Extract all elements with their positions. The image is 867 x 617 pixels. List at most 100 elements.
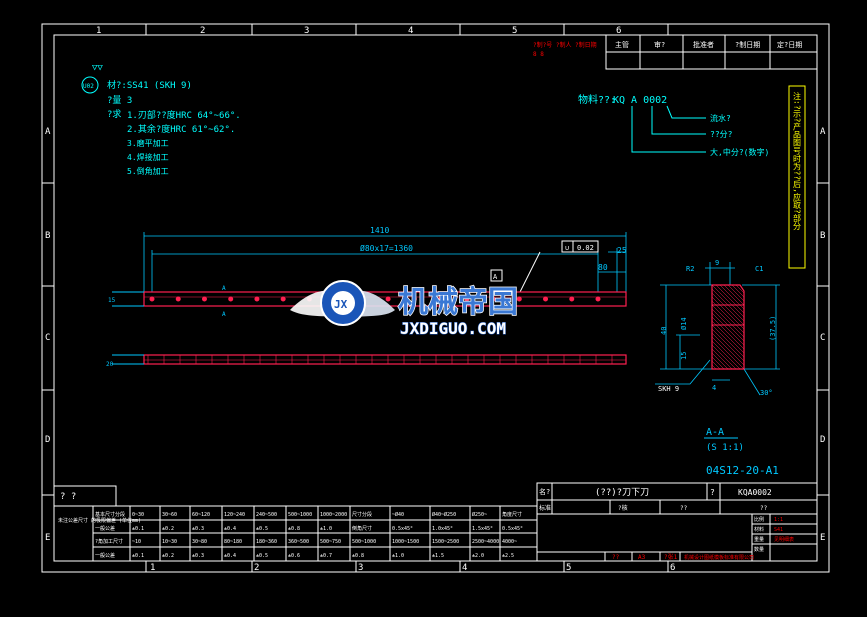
watermark-subtitle: JXDIGUO.COM bbox=[400, 319, 506, 338]
dim-left-height: 15 bbox=[108, 297, 116, 304]
tolerance-cell: 2500~4000 bbox=[472, 539, 499, 545]
border-row-b-left: B bbox=[45, 231, 50, 241]
tolerance-cell: 240~500 bbox=[256, 512, 277, 518]
tolerance-cell: ±2.5 bbox=[502, 553, 514, 559]
tolerance-cell: ±0.6 bbox=[288, 553, 300, 559]
tolerance-cell: 500~1000 bbox=[352, 539, 376, 545]
part-code-value: KQ A 0002 bbox=[613, 95, 667, 106]
mounting-hole bbox=[543, 296, 549, 302]
part-code-line-3: 大,中分?(数字) bbox=[710, 147, 769, 157]
border-col-bottom-5: 5 bbox=[566, 563, 571, 573]
section-chamfer: C1 bbox=[755, 265, 763, 273]
title-side-value-1: 1:1 bbox=[774, 517, 783, 523]
tolerance-cell: ±0.2 bbox=[162, 526, 174, 532]
tolerance-frame: ∪ 0.02 A bbox=[490, 240, 599, 293]
border-col-bottom-3: 3 bbox=[358, 563, 363, 573]
tolerance-cell: 1.0x45° bbox=[432, 526, 453, 532]
watermark-emblem-text: JX bbox=[334, 298, 348, 311]
watermark: JX 机械帝国 JXDIGUO.COM bbox=[290, 280, 519, 339]
border-col-bottom-6: 6 bbox=[670, 563, 675, 573]
tolerance-cell: ±1.0 bbox=[320, 526, 332, 532]
title-bottom-3: ?张1 bbox=[664, 553, 678, 561]
tolerance-cell: ±0.3 bbox=[192, 526, 204, 532]
revision-header-2: 审? bbox=[654, 40, 665, 49]
mounting-hole bbox=[438, 296, 444, 302]
tolerance-corner-label: ? ? bbox=[60, 492, 76, 502]
tolerance-cell: 基本尺寸分段 bbox=[95, 511, 125, 518]
mounting-hole bbox=[254, 296, 260, 302]
title-side-value-2: S41 bbox=[774, 527, 783, 533]
surface-symbol: ▽▽ bbox=[92, 63, 103, 73]
title-block: 名? (??)?刀下刀 ? KQA0002 标准 ?核 ?? ?? 比例 材料 … bbox=[536, 482, 818, 562]
part-code-line-1: 流水? bbox=[710, 113, 731, 123]
section-lower-height: 15 bbox=[680, 352, 688, 360]
mounting-hole bbox=[411, 296, 417, 302]
title-row2-label-3: ?? bbox=[680, 505, 688, 512]
tolerance-cell: ±0.4 bbox=[224, 553, 236, 559]
tolerance-cell: 500~1000 bbox=[288, 512, 312, 518]
tolerance-cell: ±0.7 bbox=[320, 553, 332, 559]
spec-material: 材?:SS41 (SKH 9) bbox=[107, 79, 192, 91]
border-col-top-5: 5 bbox=[512, 26, 517, 36]
section-height: 40 bbox=[660, 327, 668, 335]
title-part-name: (??)?刀下刀 bbox=[595, 488, 649, 498]
tolerance-cell: ±2.0 bbox=[472, 553, 484, 559]
section-bottom-width: 4 bbox=[712, 384, 716, 392]
tolerance-cell: 30~80 bbox=[192, 539, 207, 545]
section-hole-dia: Ø14 bbox=[680, 317, 688, 330]
mounting-hole bbox=[201, 296, 207, 302]
tolerance-cell: ~Ø40 bbox=[392, 511, 404, 518]
mounting-hole bbox=[516, 296, 522, 302]
spec-notes: ▽▽ U02 材?:SS41 (SKH 9) ?量 3 ?求 1.刃部??度HR… bbox=[81, 63, 241, 176]
side-note-text: 注:?示?产品图号时为??后,应取?部分 bbox=[793, 91, 802, 231]
section-total-height: (37.5) bbox=[769, 316, 777, 341]
mounting-hole bbox=[385, 296, 391, 302]
border-row-c-right: C bbox=[820, 333, 825, 343]
part-code-callout: 物料??: KQ A 0002 流水? ??分? 大,中分?(数字) bbox=[578, 93, 769, 157]
tolerance-cell: 80~180 bbox=[224, 539, 242, 545]
border-row-letters: A B C D E A B C D E bbox=[45, 127, 826, 543]
tolerance-cell: 4000~ bbox=[502, 539, 517, 545]
tolerance-cell: ±0.1 bbox=[132, 553, 144, 559]
title-side-label-1: 比例 bbox=[754, 516, 764, 523]
mounting-hole bbox=[464, 296, 470, 302]
dim-end-spacing: 80 bbox=[598, 263, 608, 272]
tolerance-cell: ±1.5 bbox=[432, 553, 444, 559]
tolerance-cell: 500~750 bbox=[320, 539, 341, 545]
border-row-b-right: B bbox=[820, 231, 825, 241]
section-view: 9 R2 C1 40 Ø14 15 (37.5) SKH 9 4 30° A-A… bbox=[655, 259, 780, 453]
tolerance-cell: Ø250~ bbox=[472, 511, 487, 518]
border-col-bottom-4: 4 bbox=[462, 563, 467, 573]
tolerance-cell: 360~500 bbox=[288, 539, 309, 545]
tolerance-symbol: ∪ bbox=[565, 244, 569, 252]
tolerance-cell: 10~30 bbox=[162, 539, 177, 545]
border-col-top-4: 4 bbox=[408, 26, 413, 36]
dim-end-offset: 25 bbox=[617, 246, 627, 255]
tolerance-cell: 1.5x45° bbox=[472, 526, 493, 532]
border-row-e-right: E bbox=[820, 533, 825, 543]
tolerance-left-title: 未注公差尺寸 的极限偏差 (单位mm) bbox=[58, 517, 141, 524]
border-row-e-left: E bbox=[45, 533, 50, 543]
tolerance-cell: Ø40~Ø250 bbox=[432, 511, 456, 518]
spec-note-2: 2.其余?度HRC 61°~62°. bbox=[127, 123, 235, 135]
mounting-hole bbox=[149, 296, 155, 302]
tolerance-cell: ±0.8 bbox=[288, 526, 300, 532]
mounting-hole bbox=[490, 296, 496, 302]
tolerance-cell: 60~120 bbox=[192, 512, 210, 518]
revision-header-3: 批准者 bbox=[693, 40, 714, 49]
title-bottom-2: A3 bbox=[638, 554, 646, 561]
mounting-hole bbox=[228, 296, 234, 302]
title-side-label-3: 重量 bbox=[754, 536, 764, 543]
section-title: A-A bbox=[706, 427, 724, 438]
border-row-d-left: D bbox=[45, 435, 50, 445]
revision-block: ?制?号 ?制人 ?制日期 8 8 主管 审? 批准者 ?制日期 定?日期 bbox=[533, 34, 818, 70]
tolerance-cell: 30~60 bbox=[162, 512, 177, 518]
tolerance-cell: ±1.0 bbox=[392, 553, 404, 559]
dim-hole-pattern: Ø80x17=1360 bbox=[360, 243, 413, 253]
side-note: 注:?示?产品图号时为??后,应取?部分 bbox=[788, 85, 806, 269]
tolerance-cell: 角度尺寸 bbox=[502, 511, 522, 518]
spec-note-1: 1.刃部??度HRC 64°~66°. bbox=[127, 109, 241, 121]
revision-header-4: ?制日期 bbox=[735, 40, 760, 49]
